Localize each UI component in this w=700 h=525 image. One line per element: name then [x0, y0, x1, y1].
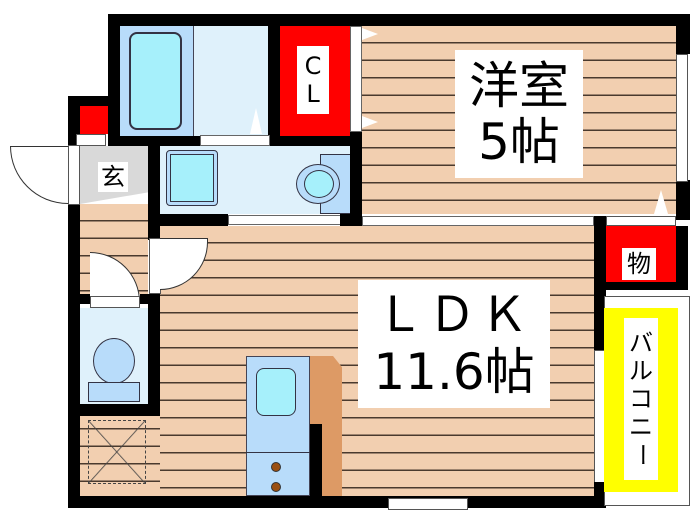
toilet-wall-bottom: [68, 404, 160, 416]
stove-burner-2: [271, 482, 281, 492]
toilet-wall-top-left: [80, 294, 92, 304]
outer-wall-bottom: [68, 496, 598, 508]
ldk-name: ＬＤＫ: [375, 287, 532, 343]
stove-divider: [246, 452, 310, 453]
balcony-char-1: バ: [629, 329, 653, 357]
western-room-window[interactable]: [676, 54, 688, 182]
bathroom-door-arrow: [250, 108, 262, 134]
storage-door-frame[interactable]: [606, 216, 676, 226]
closet-door-arrow-top: [362, 28, 378, 40]
toilet-upper-seat: [304, 170, 334, 198]
stove-burner-1: [271, 462, 281, 472]
toilet-lower: [93, 338, 135, 384]
washroom-door[interactable]: [228, 215, 350, 225]
storage-label: 物: [622, 248, 656, 280]
entrance-step: [76, 134, 106, 146]
western-room-label: 洋室 5帖: [455, 50, 583, 178]
ldk-bottom-window[interactable]: [388, 498, 468, 510]
ldk-wall-right-lower: [594, 482, 606, 508]
entry-wall-top: [68, 96, 120, 108]
washing-machine-space: [88, 420, 146, 484]
balcony-label: バ ル コ ニ ー: [624, 318, 658, 480]
closet-door-arrow-bottom: [362, 116, 378, 128]
entrance-label-text: 玄: [101, 163, 125, 191]
western-room-wall-left: [350, 132, 362, 216]
kitchen-partition: [310, 424, 322, 496]
washroom-wall-bottom-right: [340, 214, 362, 226]
entrance-door[interactable]: [10, 146, 68, 204]
closet-door[interactable]: [350, 26, 362, 132]
outer-wall-left-bath: [108, 14, 120, 150]
outer-wall-right-upper: [676, 14, 690, 54]
closet-wall-bottom: [268, 136, 362, 148]
washroom-wall-left: [148, 136, 160, 228]
storage-door-arrow: [654, 190, 668, 214]
balcony-char-3: コ: [629, 385, 653, 413]
closet-label: C L: [297, 46, 329, 114]
balcony-char-5: ー: [627, 443, 655, 467]
ldk-size: 11.6帖: [373, 343, 535, 401]
kitchen-sink: [256, 368, 296, 416]
entrance-storage: [80, 106, 108, 134]
ldk-label: ＬＤＫ 11.6帖: [358, 280, 550, 408]
western-room-size: 5帖: [478, 113, 560, 171]
outer-wall-top: [108, 14, 690, 26]
western-room-sliding-door[interactable]: [362, 216, 594, 226]
toilet-wall-right: [148, 294, 160, 414]
hall-wall-right: [148, 226, 160, 240]
outer-wall-right-mid: [676, 180, 690, 220]
western-room-name: 洋室: [469, 57, 569, 115]
balcony-char-4: ニ: [629, 413, 653, 441]
bathroom-door[interactable]: [200, 135, 270, 146]
toilet-wall-top-right: [140, 294, 148, 304]
washbasin-bowl: [170, 154, 214, 202]
toilet-lower-tank: [88, 382, 140, 402]
bathtub: [129, 32, 182, 130]
closet-label-c: C: [304, 52, 322, 80]
closet-label-l: L: [306, 80, 320, 108]
entrance-door-frame: [68, 145, 80, 205]
balcony-char-2: ル: [629, 357, 653, 385]
entrance-label: 玄: [98, 162, 128, 192]
toilet-door-frame: [90, 296, 140, 308]
washroom-wall-bottom: [148, 214, 228, 226]
closet-wall-left: [268, 26, 280, 148]
storage-label-text: 物: [627, 250, 651, 278]
